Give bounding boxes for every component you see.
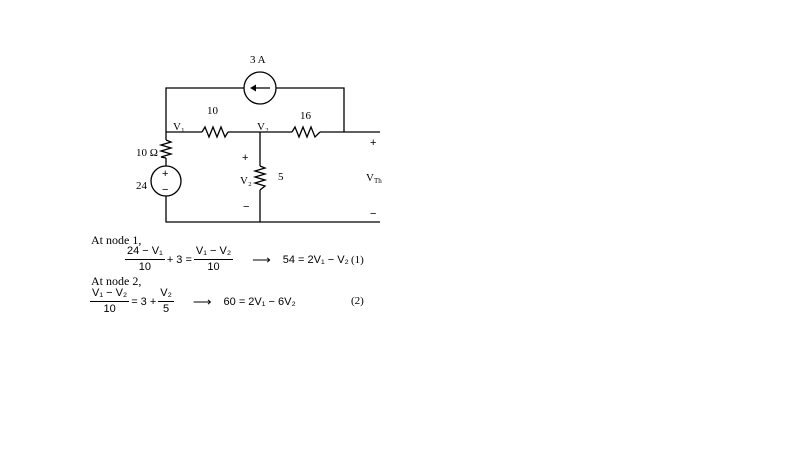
eq1-plus-three: + 3 = [166, 253, 192, 266]
vth-label: VTh [366, 172, 382, 185]
v2-label: V₂ [240, 175, 252, 187]
resistor-10-label: 10 [207, 105, 219, 117]
equation-1: 24 − V₁ 10 + 3 = V₁ − V₂ 10 ⟶ 54 = 2V₁ − … [124, 245, 350, 274]
v2-minus: − [243, 201, 249, 213]
eq2-result: 60 = 2V₁ − 6V₂ [223, 295, 296, 308]
vth-minus: − [370, 208, 376, 220]
current-source [243, 71, 277, 105]
eq1-lhs-denominator: 10 [138, 261, 152, 273]
vth-plus: + [370, 137, 376, 149]
node2-label: V₂ [257, 121, 269, 133]
eq2-lhs-fraction: V₁ − V₂ 10 [90, 287, 130, 316]
wire-left-lower [165, 196, 380, 223]
eq2-equals-three-plus: = 3 + [131, 295, 157, 308]
eq1-tag: (1) [351, 254, 364, 266]
eq2-rhs-denominator: 5 [163, 303, 170, 315]
node2-heading: At node 2, [91, 274, 142, 288]
current-source-label: 3 A [250, 54, 266, 66]
resistor-5-label: 5 [278, 171, 284, 183]
source-minus: − [162, 184, 168, 196]
v2-plus: + [242, 152, 248, 164]
eq1-lhs-numerator: 24 − V₁ [125, 245, 165, 260]
eq2-rhs-numerator: V₂ [158, 287, 174, 302]
voltage-source [150, 165, 182, 197]
eq1-result: 54 = 2V₁ − V₂ [282, 253, 349, 266]
eq2-arrow: ⟶ [192, 293, 212, 309]
resistor-16-label: 16 [300, 110, 312, 122]
resistor-5 [252, 165, 268, 191]
resistor-left-label: 10 Ω [136, 147, 158, 159]
left-arrow-icon [250, 84, 270, 92]
equation-2: V₁ − V₂ 10 = 3 + V₂ 5 ⟶ 60 = 2V₁ − 6V₂ [89, 287, 297, 316]
wire-top-loop-right [276, 87, 345, 132]
source-plus: + [162, 168, 168, 180]
wire-top-loop [165, 87, 244, 132]
eq2-tag: (2) [351, 295, 364, 307]
resistor-10 [201, 125, 229, 139]
eq1-lhs-fraction: 24 − V₁ 10 [125, 245, 165, 274]
resistor-16 [291, 125, 321, 139]
node1-label: V₁ [173, 121, 185, 133]
source-voltage-label: 24 [136, 180, 148, 192]
eq1-arrow: ⟶ [252, 251, 271, 267]
eq1-rhs-fraction: V₁ − V₂ 10 [193, 245, 234, 274]
eq2-lhs-denominator: 10 [103, 303, 116, 315]
node1-heading: At node 1, [91, 233, 142, 247]
eq1-rhs-denominator: 10 [207, 261, 220, 273]
eq1-rhs-numerator: V₁ − V₂ [193, 245, 234, 260]
resistor-10-ohm [158, 139, 174, 159]
eq2-lhs-numerator: V₁ − V₂ [90, 287, 130, 302]
eq2-rhs-fraction: V₂ 5 [158, 287, 174, 316]
